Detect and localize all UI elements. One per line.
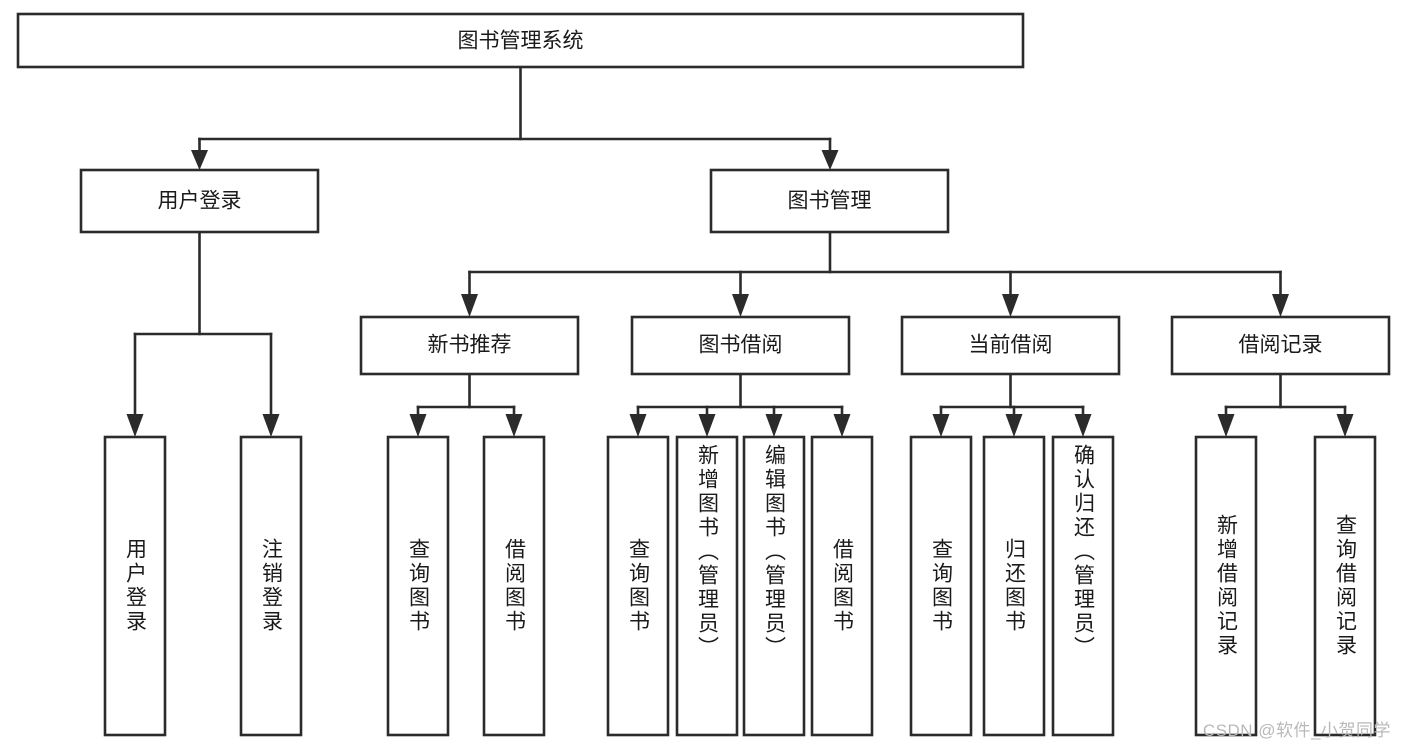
leaf-return-books-label: 归还图书: [1002, 538, 1026, 634]
leaf-borrow-query-books-label: 查询图书: [626, 538, 650, 634]
leaf-query-borrow-record-box[interactable]: [1313, 435, 1377, 737]
leaf-add-borrow-record-box[interactable]: [1194, 435, 1258, 737]
node-book-management-box[interactable]: [709, 168, 950, 234]
leaf-confirm-return-admin-label: 确认归还（管理员）: [1071, 444, 1095, 660]
leaf-borrow-query-books[interactable]: 查询图书: [606, 435, 670, 737]
node-borrow-record-box[interactable]: [1170, 315, 1391, 376]
arrowhead-bookborrow-leaf-1: [629, 414, 647, 437]
node-new-book-recommendation-box[interactable]: [359, 315, 580, 376]
arrowhead-bookborrow-leaf-4: [833, 414, 851, 437]
arrowhead-newbook-leaf-1: [409, 414, 427, 437]
leaf-newbook-query-books-box[interactable]: [386, 435, 450, 737]
arrowhead-newbook-leaf-2: [505, 414, 523, 437]
node-root-label: 图书管理系统: [458, 30, 584, 53]
leaf-query-borrow-record-label: 查询借阅记录: [1333, 514, 1357, 658]
leaf-borrow-books-label: 借阅图书: [830, 538, 854, 634]
leaf-user-login-label: 用户登录: [123, 538, 147, 634]
leaf-confirm-return-admin-box[interactable]: [1051, 435, 1115, 737]
leaf-newbook-query-books-label: 查询图书: [406, 538, 430, 634]
leaf-edit-book-admin[interactable]: 编辑图书（管理员）: [742, 435, 806, 737]
node-user-login-box[interactable]: [79, 168, 320, 234]
node-book-management[interactable]: 图书管理: [709, 168, 950, 234]
leaf-add-borrow-record[interactable]: 新增借阅记录: [1194, 435, 1258, 737]
arrowhead-book-borrow: [732, 294, 749, 317]
arrowhead-currentborrow-leaf-2: [1005, 414, 1023, 437]
node-new-book-recommendation-label: 新书推荐: [428, 334, 512, 357]
leaf-user-login[interactable]: 用户登录: [103, 435, 167, 737]
arrowhead-currentborrow-leaf-1: [932, 414, 950, 437]
leaf-logout[interactable]: 注销登录: [239, 435, 303, 737]
leaf-edit-book-admin-box[interactable]: [742, 435, 806, 737]
arrowhead-user-login: [191, 150, 208, 170]
leaf-logout-label: 注销登录: [259, 538, 283, 634]
node-borrow-record[interactable]: 借阅记录: [1170, 315, 1391, 376]
leaf-current-query-books[interactable]: 查询图书: [909, 435, 973, 737]
arrowhead-currentborrow-leaf-3: [1074, 414, 1092, 437]
node-book-borrow-label: 图书借阅: [699, 334, 783, 357]
node-user-login[interactable]: 用户登录: [79, 168, 320, 234]
arrowhead-bookborrow-leaf-2: [698, 414, 716, 437]
node-root-box[interactable]: [16, 12, 1025, 69]
connector-layer: [126, 65, 1354, 437]
node-book-borrow[interactable]: 图书借阅: [630, 315, 851, 376]
node-book-borrow-box[interactable]: [630, 315, 851, 376]
arrowhead-bookborrow-leaf-3: [765, 414, 783, 437]
leaf-newbook-borrow-books[interactable]: 借阅图书: [482, 435, 546, 737]
leaf-newbook-query-books[interactable]: 查询图书: [386, 435, 450, 737]
leaf-borrow-query-books-box[interactable]: [606, 435, 670, 737]
node-current-borrow-label: 当前借阅: [969, 334, 1053, 357]
arrowhead-book-manage: [821, 150, 839, 170]
leaf-add-book-admin-box[interactable]: [675, 435, 739, 737]
leaf-return-books[interactable]: 归还图书: [982, 435, 1046, 737]
arrowhead-leaf-user-login: [126, 414, 144, 437]
leaf-borrow-books-box[interactable]: [810, 435, 874, 737]
leaf-edit-book-admin-label: 编辑图书（管理员）: [762, 444, 786, 660]
leaf-return-books-box[interactable]: [982, 435, 1046, 737]
leaf-user-login-box[interactable]: [103, 435, 167, 737]
leaf-borrow-books[interactable]: 借阅图书: [810, 435, 874, 737]
leaf-current-query-books-label: 查询图书: [929, 538, 953, 634]
node-borrow-record-label: 借阅记录: [1239, 334, 1323, 357]
arrowhead-borrow-record: [1272, 294, 1289, 317]
leaf-logout-box[interactable]: [239, 435, 303, 737]
node-current-borrow-box[interactable]: [900, 315, 1121, 376]
leaf-confirm-return-admin[interactable]: 确认归还（管理员）: [1051, 435, 1115, 737]
leaf-query-borrow-record[interactable]: 查询借阅记录: [1313, 435, 1377, 737]
leaf-newbook-borrow-books-box[interactable]: [482, 435, 546, 737]
leaf-add-book-admin-label: 新增图书（管理员）: [695, 444, 719, 660]
node-current-borrow[interactable]: 当前借阅: [900, 315, 1121, 376]
leaf-newbook-borrow-books-label: 借阅图书: [502, 538, 526, 634]
leaf-add-borrow-record-label: 新增借阅记录: [1214, 514, 1238, 658]
leaf-add-book-admin[interactable]: 新增图书（管理员）: [675, 435, 739, 737]
node-new-book-recommendation[interactable]: 新书推荐: [359, 315, 580, 376]
arrowhead-new-book-rec: [461, 294, 478, 317]
node-user-login-label: 用户登录: [158, 190, 242, 213]
arrowhead-current-borrow: [1002, 294, 1019, 317]
arrowhead-borrowrecord-leaf-1: [1217, 414, 1235, 437]
node-root[interactable]: 图书管理系统: [16, 12, 1025, 69]
arrowhead-leaf-logout: [262, 414, 280, 437]
arrowhead-borrowrecord-leaf-2: [1336, 414, 1354, 437]
node-book-management-label: 图书管理: [788, 190, 872, 213]
leaf-current-query-books-box[interactable]: [909, 435, 973, 737]
